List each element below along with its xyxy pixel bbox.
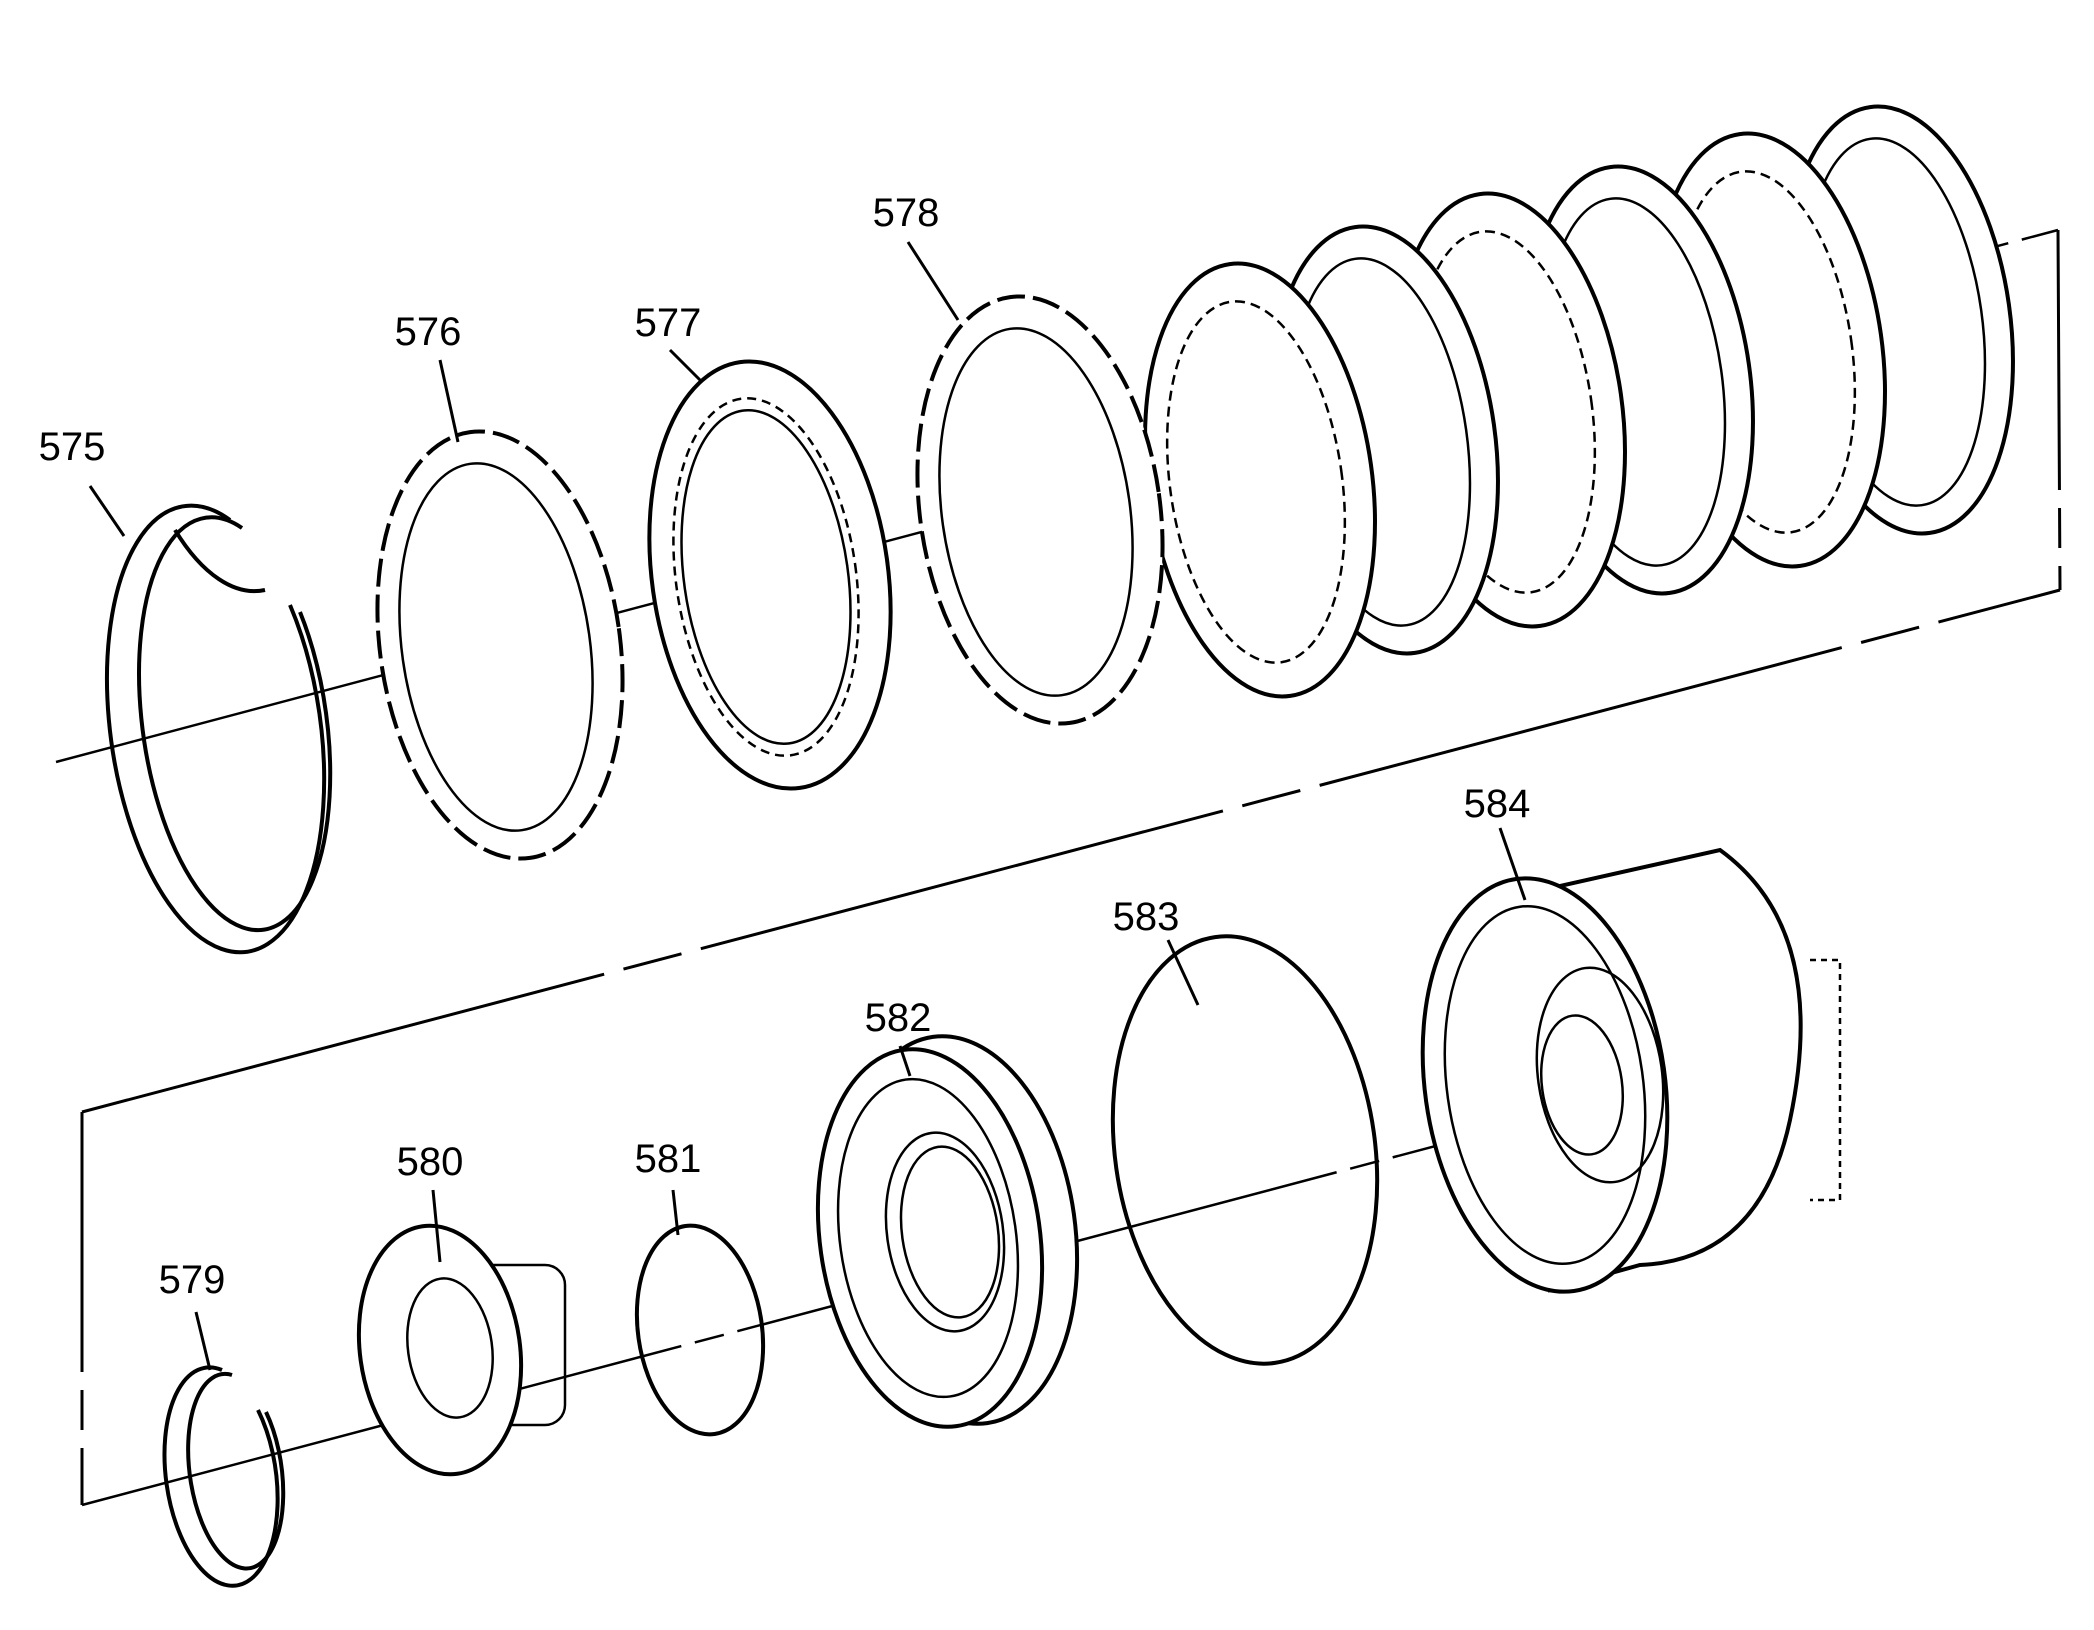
callout-581: 581 <box>635 1137 702 1181</box>
part-582-piston <box>815 1034 1080 1429</box>
callout-582: 582 <box>865 996 932 1040</box>
part-579-retaining-ring <box>162 1365 286 1588</box>
callout-575: 575 <box>39 425 106 469</box>
assembly-frame <box>80 229 2062 1505</box>
clutch-plate-stack <box>1143 104 2015 699</box>
callout-584: 584 <box>1464 782 1531 826</box>
part-580-return-spring <box>356 1223 567 1477</box>
callout-583: 583 <box>1113 895 1180 939</box>
callout-578: 578 <box>873 191 940 235</box>
part-583-seal-ring <box>1110 934 1380 1366</box>
part-577-friction-plate <box>647 359 893 791</box>
part-576-pressure-plate <box>375 429 625 861</box>
part-581-piston-seal <box>634 1223 766 1437</box>
callout-576: 576 <box>395 310 462 354</box>
callout-579: 579 <box>159 1258 226 1302</box>
callout-577: 577 <box>635 301 702 345</box>
part-578-steel-plate <box>915 294 1165 726</box>
part-584-clutch-housing <box>1420 847 1842 1294</box>
callout-580: 580 <box>397 1140 464 1184</box>
callout-labels: 575 576 577 578 579 580 581 582 583 584 <box>39 191 1531 1302</box>
part-575-snap-ring <box>104 503 333 955</box>
leader-lines <box>88 241 1527 1371</box>
